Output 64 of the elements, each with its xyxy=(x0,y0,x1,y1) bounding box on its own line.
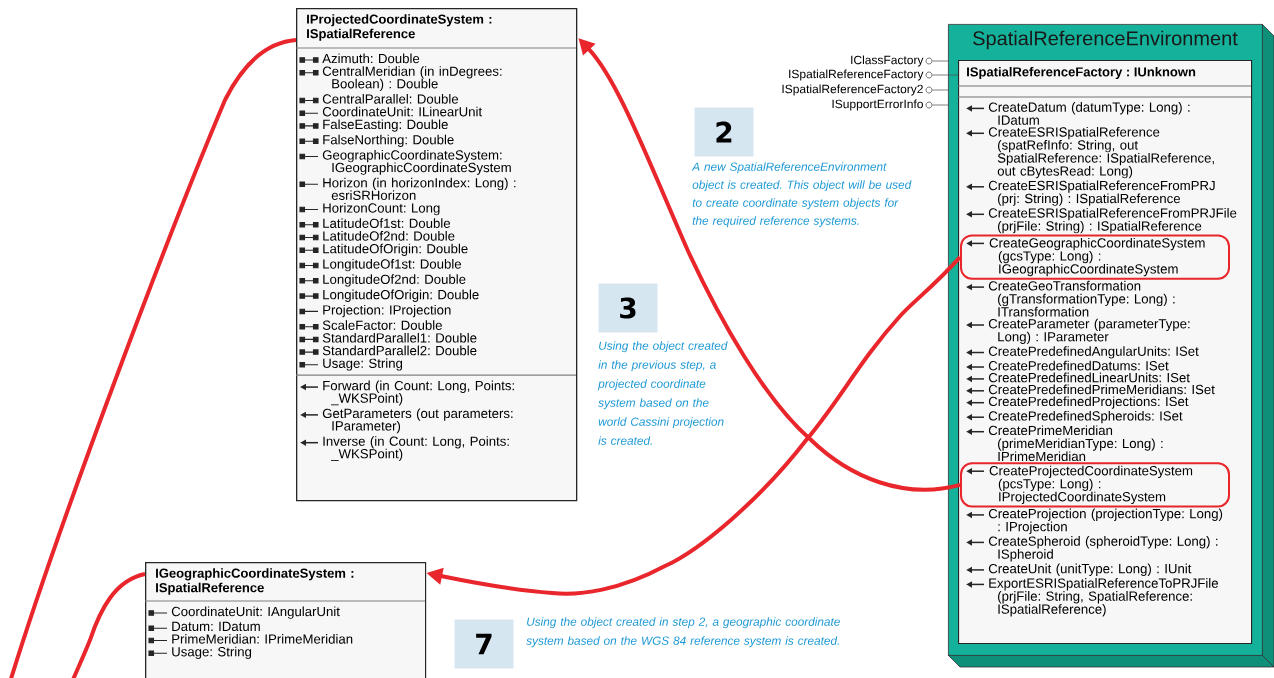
property-label: LatitudeOf1st: Double xyxy=(323,218,450,228)
property-label: ScaleFactor: Double xyxy=(322,320,442,330)
property-label: StandardParallel2: Double xyxy=(322,345,477,356)
property-label: FalseNorthing: Double xyxy=(323,134,454,147)
property-label: Datum: IDatum xyxy=(172,621,260,631)
step-number: 7 xyxy=(454,619,514,669)
method-label: CreatePredefinedPrimeMeridians: ISet xyxy=(988,384,1215,395)
property-label: LatitudeOf2nd: Double xyxy=(323,231,455,241)
curved-line xyxy=(8,38,297,678)
property-label: Azimuth: Double xyxy=(322,53,420,64)
property-label: CentralParallel: Double xyxy=(322,94,459,104)
property-label: CentralMeridian (in inDegrees: Boolean) : Double xyxy=(322,66,502,91)
interface-label: IClassFactory xyxy=(851,55,924,67)
highlighted-method: CreateProjectedCoordinateSystem (pcsType: Long) : IProjectedCoordinateSystem xyxy=(960,462,1230,508)
lollipop-connector xyxy=(932,74,959,76)
step-number: 3 xyxy=(598,283,658,333)
method-label: CreatePredefinedLinearUnits: ISet xyxy=(988,372,1190,383)
property-label: Usage: String xyxy=(172,646,252,660)
method-label: CreatePredefinedProjections: ISet xyxy=(988,396,1189,409)
method-label: CreateESRISpatialReferenceFromPRJFile (prjFile: String) : ISpatialReference xyxy=(988,208,1237,234)
method-label: ExportESRISpatialReferenceToPRJFile (prjFile: String, SpatialReference: ISpatialReference) xyxy=(989,578,1218,617)
property-label: LongitudeOf2nd: Double xyxy=(323,274,466,287)
method-label: CreateGeoTransformation (gTransformationType: Long) : ITransformation xyxy=(988,280,1175,317)
property-label: Horizon (in horizonIndex: Long) : esriSRHorizon xyxy=(323,177,516,200)
step-caption: Using the object created in step 2, a geographic coordinate system based on the WGS 84 reference system is created. xyxy=(526,617,840,648)
method-label: CreateUnit (unitType: Long) : IUnit xyxy=(988,563,1192,576)
property-label: LongitudeOf1st: Double xyxy=(323,259,462,272)
property-label: FalseEasting: Double xyxy=(323,119,448,132)
property-label: GeographicCoordinateSystem: IGeographicCoordinateSystem xyxy=(322,150,511,175)
method-label: CreatePredefinedDatums: ISet xyxy=(988,360,1169,371)
step-caption: A new SpatialReferenceEnvironment object is created. This object will be used to create coordinate system objects for the required reference systems. xyxy=(691,162,912,228)
method-label: CreateProjection (projectionType: Long) : IProjection xyxy=(988,508,1223,534)
lollipop-connector xyxy=(932,104,949,106)
method-label: CreateESRISpatialReference (spatRefInfo: String, out SpatialReference: ISpatialReference, out cBytesRead: Long) xyxy=(988,127,1214,179)
method-label: Forward (in Count: Long, Points: _WKSPoint) xyxy=(323,380,514,406)
method-label: CreateESRISpatialReferenceFromPRJ (prj: String) : ISpatialReference xyxy=(988,180,1215,206)
method-label: Inverse (in Count: Long, Points: _WKSPoint) xyxy=(323,436,509,461)
highlighted-method: CreateGeographicCoordinateSystem (gcsType: Long) : IGeographicCoordinateSystem xyxy=(960,234,1230,280)
property-label: LatitudeOfOrigin: Double xyxy=(323,243,468,256)
property-label: CoordinateUnit: ILinearUnit xyxy=(322,106,483,117)
interface-label: ISpatialReferenceFactory2 xyxy=(782,84,923,96)
property-label: StandardParallel1: Double xyxy=(322,332,477,343)
step-number: 2 xyxy=(694,107,754,157)
lollipop-connector xyxy=(932,89,949,91)
method-label: GetParameters (out parameters: IParameter) xyxy=(322,408,513,434)
property-label: Usage: String xyxy=(323,358,403,371)
method-label: CreatePredefinedSpheroids: ISet xyxy=(988,410,1183,424)
lollipop-connector xyxy=(932,60,949,62)
property-label: LongitudeOfOrigin: Double xyxy=(323,289,479,302)
interface-label: ISpatialReferenceFactory xyxy=(789,69,924,81)
property-label: HorizonCount: Long xyxy=(323,203,440,216)
curved-line xyxy=(70,572,146,678)
step-caption: Using the object created in the previous step, a projected coordinate system based on the world Cassini projection is created. xyxy=(597,341,728,445)
method-label: CreatePrimeMeridian (primeMeridianType: Long) : IPrimeMeridian xyxy=(988,425,1163,462)
interface-label: ISupportErrorInfo xyxy=(832,99,923,111)
property-label: CoordinateUnit: IAngularUnit xyxy=(171,606,340,619)
class-box: IGeographicCoordinateSystem : ISpatialReference CoordinateUnit: IAngularUnit Datum: IDatum PrimeMeridian: IPrimeMeridian Usage: String xyxy=(144,562,427,678)
method-label: CreatePredefinedAngularUnits: ISet xyxy=(988,346,1199,359)
method-label: CreateDatum (datumType: Long) : IDatum xyxy=(988,102,1190,125)
method-label: CreateParameter (parameterType: Long) : IParameter xyxy=(988,318,1190,344)
class-box: IProjectedCoordinateSystem : ISpatialReference Azimuth: Double CentralMeridian (in inDegrees: Boolean) : Double CentralParallel: Double CoordinateUnit: ILinearUnit FalseEasting: Double FalseNorthing: Double GeographicCoordinateSystem: IGeographicCoordinateSystem Horizon (in horizonIndex: Long) : esriSRHorizon HorizonCount: Long LatitudeOf1st: Double LatitudeOf2nd: Double LatitudeOfOrigin: Double LongitudeOf1st: Double LongitudeOf2nd: Double LongitudeOfOrigin: Double Projection: IProjection ScaleFactor: Double StandardParallel1: Double StandardParallel2: Double Usage: String Forward (in Count: Long, Points: _WKSPoint) GetParameters (out parameters: IParameter) Inverse (in Count: Long, Points: _WKSPoint) xyxy=(295,8,578,502)
property-label: Projection: IProjection xyxy=(323,304,451,318)
property-label: PrimeMeridian: IPrimeMeridian xyxy=(172,634,353,644)
method-label: CreateSpheroid (spheroidType: Long) : ISpheroid xyxy=(988,536,1218,562)
